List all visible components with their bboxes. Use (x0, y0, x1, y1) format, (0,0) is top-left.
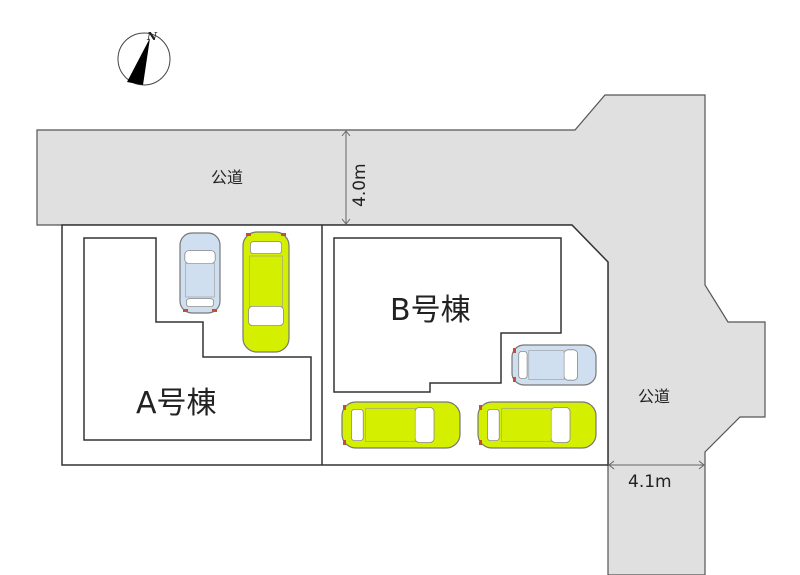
building-b-label: B号棟 (390, 293, 471, 328)
building-b-footprint (333, 237, 562, 393)
car-b-yellow-2 (477, 401, 597, 449)
building-a-footprint (83, 237, 312, 441)
building-a-label: A号棟 (136, 386, 217, 421)
road-width-east: 4.1m (628, 472, 672, 492)
car-b-yellow-1 (341, 401, 461, 449)
north-arrow-icon (117, 32, 171, 86)
car-a-yellow (242, 231, 290, 353)
car-b-blue (511, 344, 597, 386)
dimension-4-0m (341, 130, 351, 225)
dimension-4-1m (608, 460, 705, 470)
road-width-north: 4.0m (350, 163, 370, 207)
car-a-blue (179, 232, 221, 314)
road-label-north: 公道 (211, 168, 244, 187)
compass-north-label: N (147, 30, 158, 43)
road-label-east: 公道 (638, 387, 671, 406)
